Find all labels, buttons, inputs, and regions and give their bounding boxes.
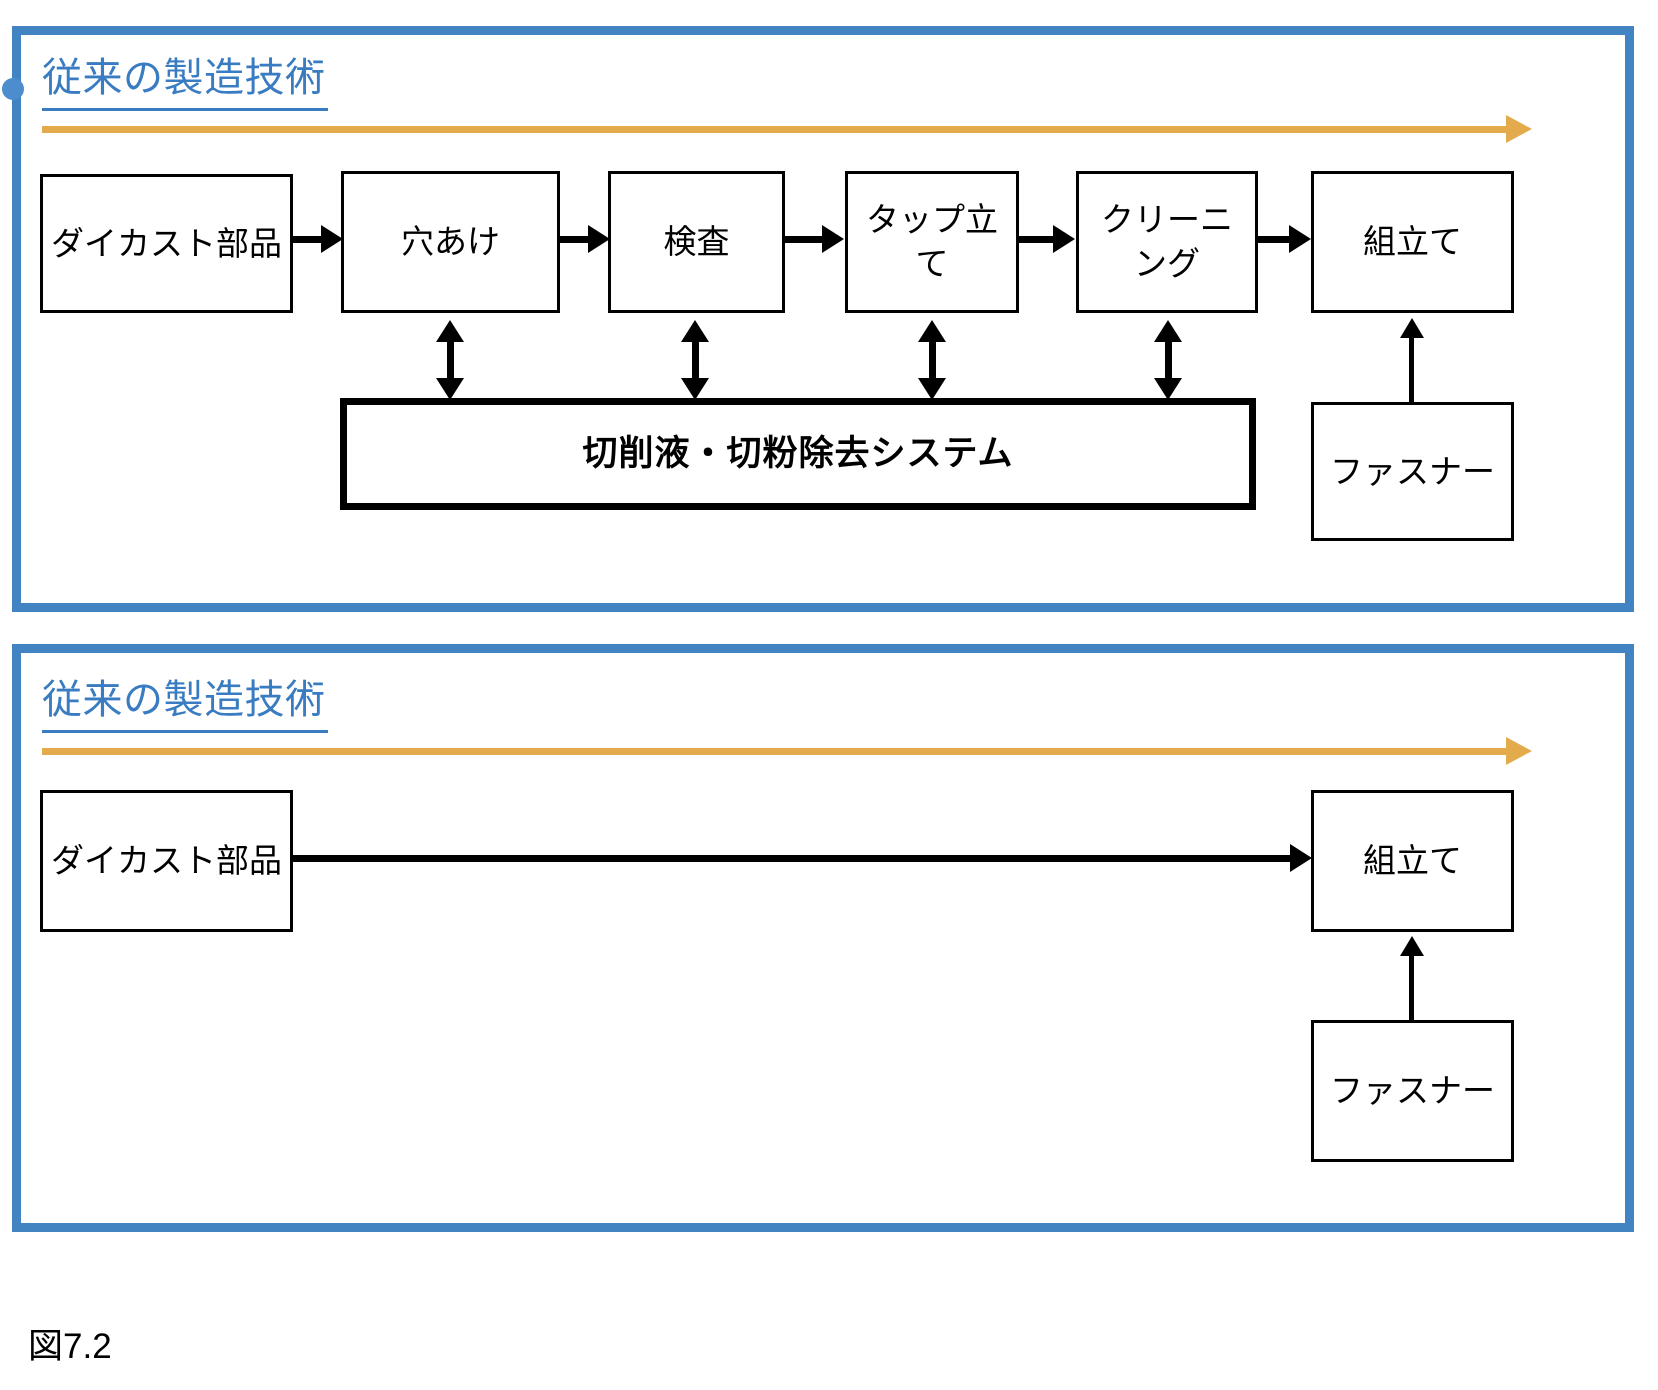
panel-2-title: 従来の製造技術 xyxy=(42,678,326,722)
varrow-fastener-to-assembly-line-1 xyxy=(1409,336,1414,404)
box-inspection[interactable]: 検査 xyxy=(608,171,785,313)
varrow-tapping-up-head xyxy=(918,320,946,342)
box-chip-removal-system[interactable]: 切削液・切粉除去システム xyxy=(340,398,1256,510)
connector-cleaning-to-assembly-head xyxy=(1289,225,1311,253)
panel-1-progression-arrow-line xyxy=(42,126,1508,133)
connector-diecast-to-drilling-line xyxy=(293,236,323,243)
varrow-fastener-to-assembly-head-2 xyxy=(1400,936,1424,956)
box-fastener-1[interactable]: ファスナー xyxy=(1311,402,1514,541)
box-assembly-1[interactable]: 組立て xyxy=(1311,171,1514,313)
panel-1-bullet-marker xyxy=(2,78,24,100)
box-cleaning[interactable]: クリーニング xyxy=(1076,171,1258,313)
box-fastener-2[interactable]: ファスナー xyxy=(1311,1020,1514,1162)
connector-diecast-to-drilling-head xyxy=(321,225,343,253)
varrow-cleaning-up-head xyxy=(1154,320,1182,342)
varrow-cleaning-line xyxy=(1165,340,1172,382)
varrow-inspection-up-head xyxy=(681,320,709,342)
varrow-fastener-to-assembly-head-1 xyxy=(1400,318,1424,338)
panel-1-progression-arrow-head xyxy=(1506,115,1532,143)
varrow-tapping-down-head xyxy=(918,378,946,400)
varrow-drilling-up-head xyxy=(436,320,464,342)
varrow-drilling-down-head xyxy=(436,378,464,400)
connector-inspection-to-tapping-line xyxy=(785,236,823,243)
varrow-fastener-to-assembly-line-2 xyxy=(1409,954,1414,1022)
varrow-cleaning-down-head xyxy=(1154,378,1182,400)
varrow-drilling-line xyxy=(447,340,454,382)
box-die-cast-part-1[interactable]: ダイカスト部品 xyxy=(40,174,293,313)
connector-drilling-to-inspection-head xyxy=(588,225,610,253)
panel-2-progression-arrow-head xyxy=(1506,737,1532,765)
varrow-inspection-line xyxy=(692,340,699,382)
figure-caption: 図7.2 xyxy=(28,1327,112,1366)
box-assembly-2[interactable]: 組立て xyxy=(1311,790,1514,932)
panel-1-title: 従来の製造技術 xyxy=(42,56,326,100)
box-tapping[interactable]: タップ立て xyxy=(845,171,1019,313)
box-die-cast-part-2[interactable]: ダイカスト部品 xyxy=(40,790,293,932)
panel-1-title-underline xyxy=(42,108,328,111)
connector-drilling-to-inspection-line xyxy=(560,236,589,243)
box-drilling[interactable]: 穴あけ xyxy=(341,171,560,313)
connector-tapping-to-cleaning-line xyxy=(1019,236,1054,243)
connector-diecast-to-assembly-head xyxy=(1290,844,1312,872)
connector-tapping-to-cleaning-head xyxy=(1053,225,1075,253)
connector-cleaning-to-assembly-line xyxy=(1258,236,1290,243)
panel-2-progression-arrow-line xyxy=(42,748,1508,755)
varrow-tapping-line xyxy=(929,340,936,382)
connector-diecast-to-assembly-line xyxy=(293,855,1293,862)
panel-conventional-detailed xyxy=(12,26,1634,612)
varrow-inspection-down-head xyxy=(681,378,709,400)
connector-inspection-to-tapping-head xyxy=(822,225,844,253)
panel-2-title-underline xyxy=(42,730,328,733)
